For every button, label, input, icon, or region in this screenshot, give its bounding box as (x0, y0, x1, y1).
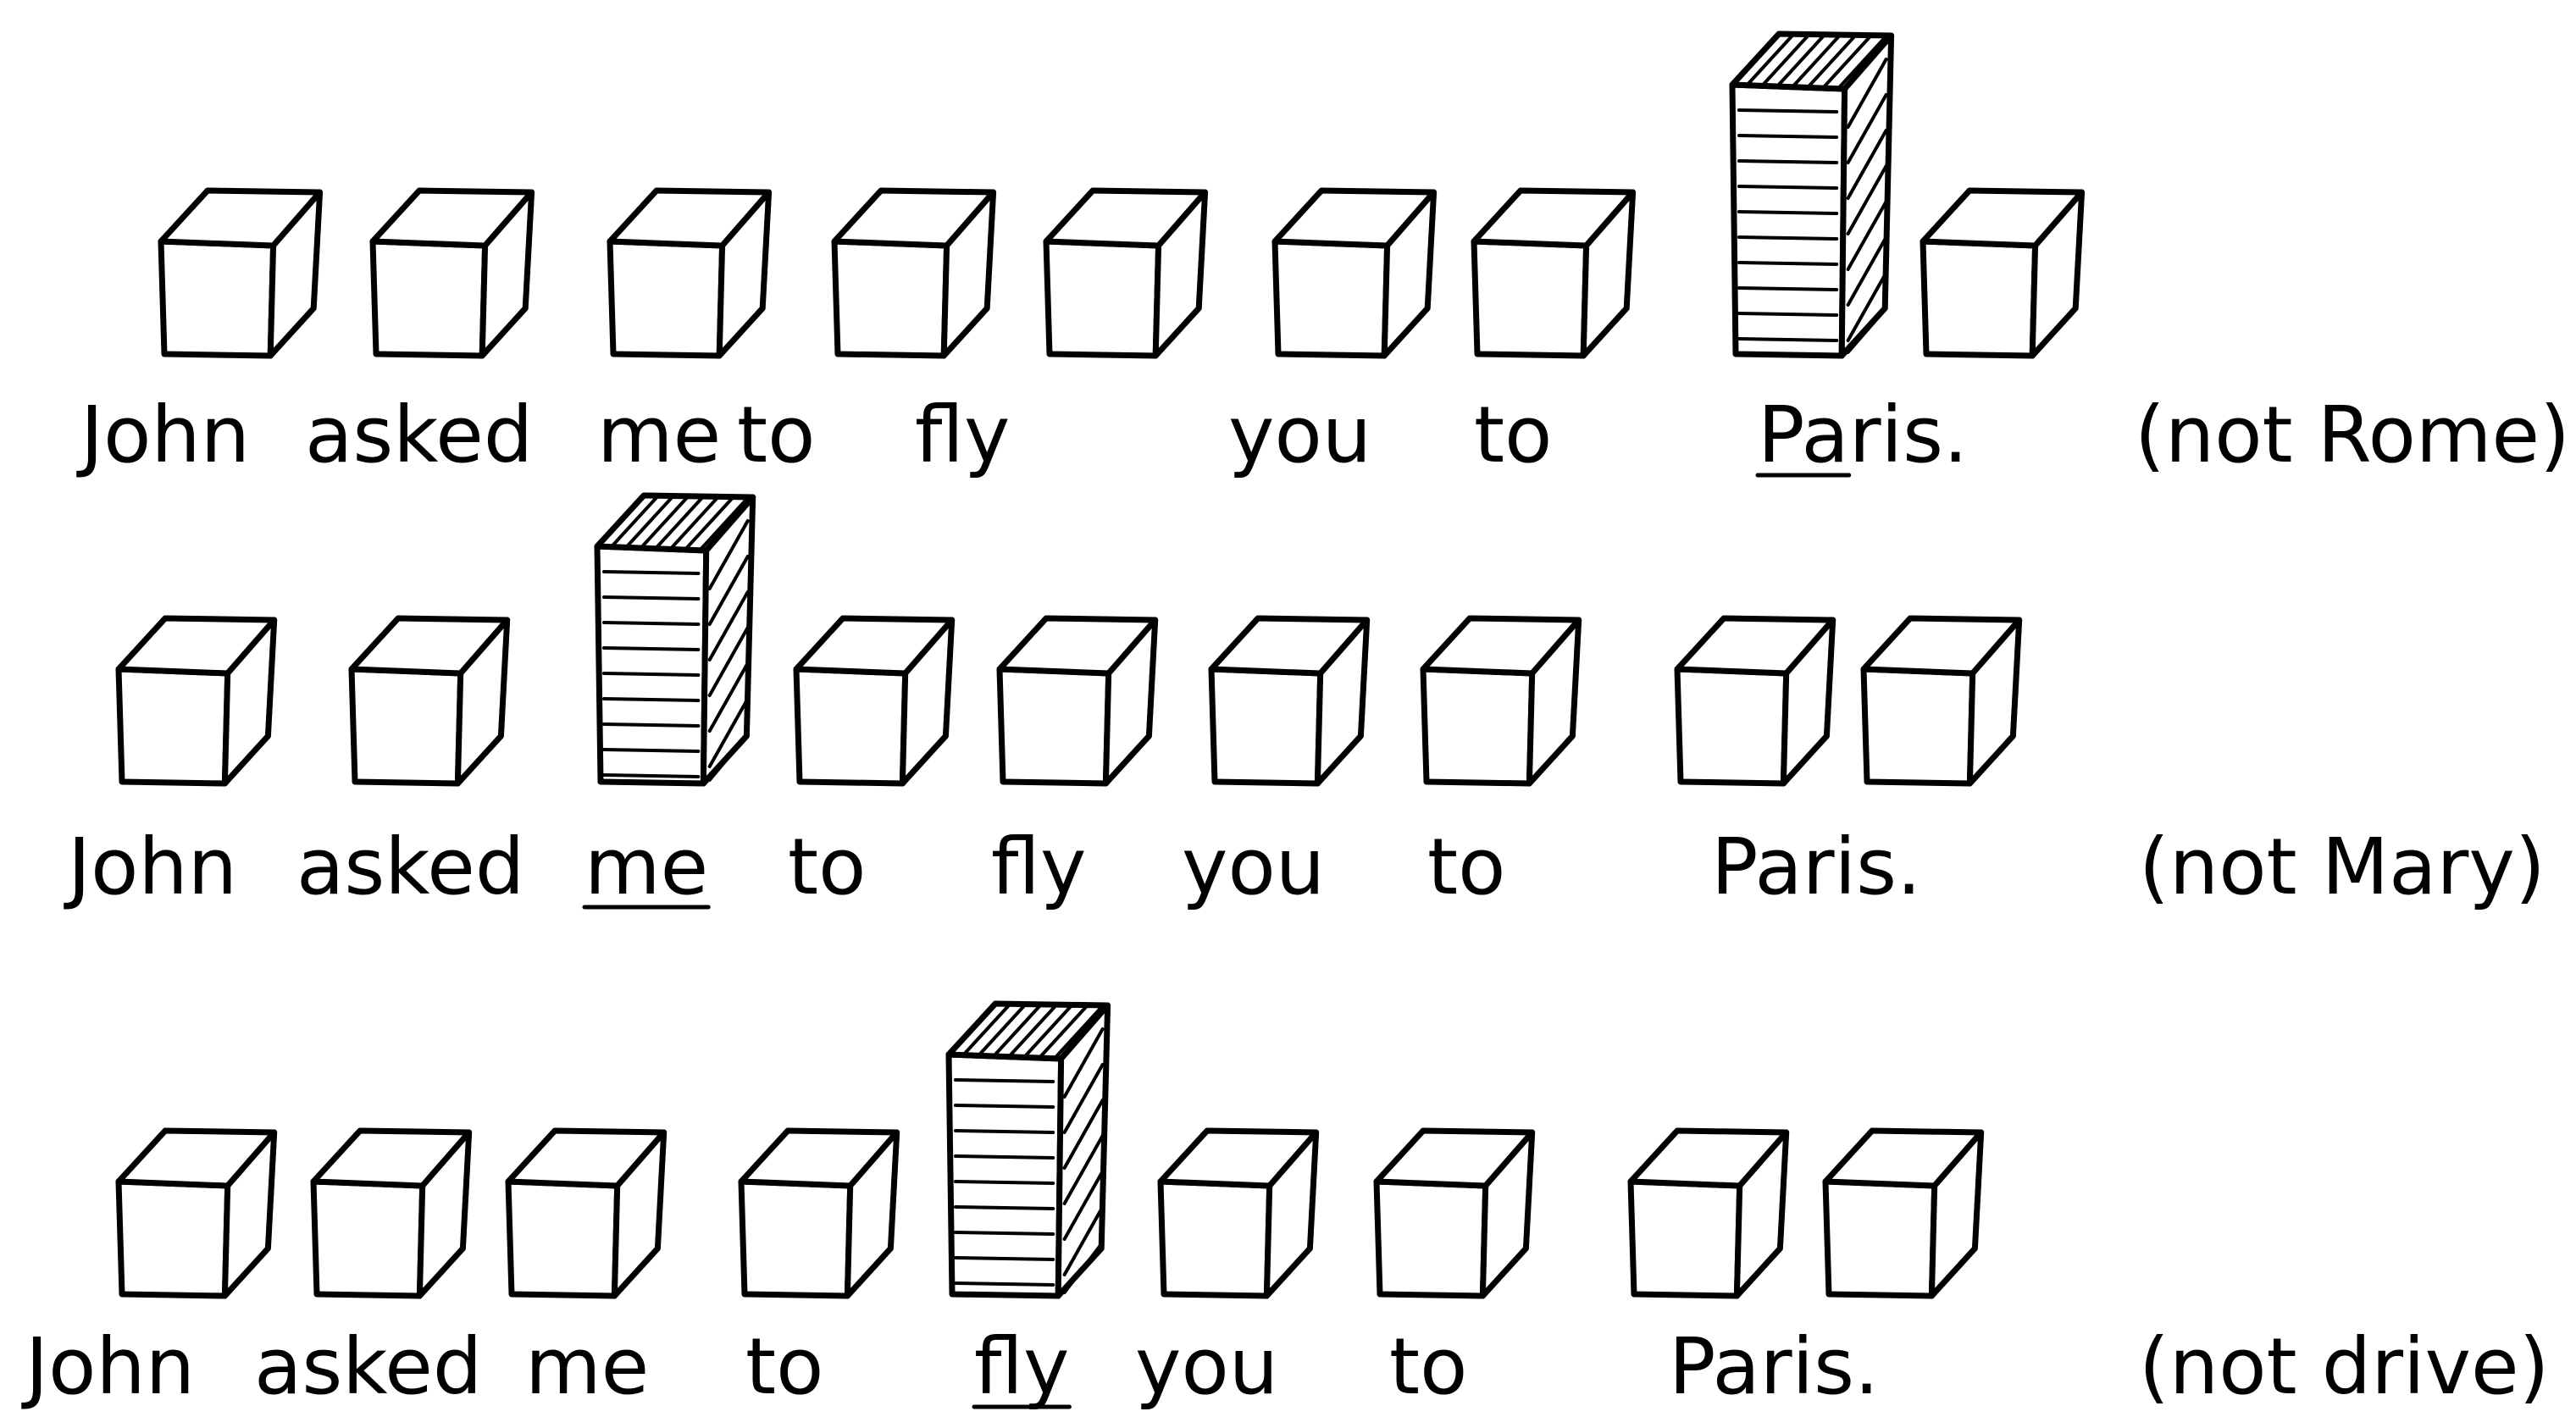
syllable-block (352, 618, 507, 783)
word: you (1182, 822, 1325, 912)
stressed-block (949, 1004, 1108, 1296)
word: you (1228, 390, 1371, 480)
syllable-block (1864, 618, 2019, 783)
syllable-block (508, 1131, 664, 1296)
syllable-block (1161, 1131, 1316, 1296)
stressed-block (597, 495, 753, 783)
syllable-block (1000, 618, 1155, 783)
word: to (788, 822, 866, 912)
word: to (1427, 822, 1505, 912)
syllable-block (1474, 191, 1633, 356)
word: to (1474, 390, 1552, 480)
syllable-block (610, 191, 769, 356)
word: fly (915, 390, 1010, 480)
syllable-block (834, 191, 994, 356)
stressed-word: Paris. (1758, 390, 1968, 480)
syllable-block (119, 618, 274, 783)
word: to (737, 390, 815, 480)
syllable-block (1825, 1131, 1981, 1296)
syllable-block (796, 618, 952, 783)
word: asked (305, 390, 533, 480)
syllable-block (1377, 1131, 1532, 1296)
word: asked (296, 822, 524, 912)
word: John (64, 822, 237, 912)
syllable-block (1923, 191, 2082, 356)
syllable-block (1631, 1131, 1787, 1296)
syllable-block (1423, 618, 1579, 783)
contrast-note: (not Mary) (2139, 822, 2546, 912)
word: to (1389, 1321, 1467, 1412)
syllable-block (373, 191, 532, 356)
syllable-block (1275, 191, 1434, 356)
contrast-note: (not Rome) (2135, 390, 2570, 480)
syllable-block (1211, 618, 1367, 783)
syllable-block (1677, 618, 1833, 783)
syllable-block (119, 1131, 274, 1296)
syllable-block (161, 191, 320, 356)
block-group (119, 495, 2019, 783)
block-group (161, 34, 2082, 356)
word: John (21, 1321, 195, 1412)
word: Paris. (1711, 822, 1921, 912)
word: Paris. (1669, 1321, 1879, 1412)
contrast-note: (not drive) (2139, 1321, 2550, 1412)
word: John (76, 390, 250, 480)
stressed-block (1732, 34, 1892, 356)
word: you (1135, 1321, 1278, 1412)
stressed-word: fly (974, 1321, 1069, 1412)
word: me (597, 390, 721, 480)
word: me (525, 1321, 649, 1412)
syllable-block (313, 1131, 469, 1296)
syllable-block (1046, 191, 1205, 356)
stressed-word: me (584, 822, 708, 912)
syllable-block (741, 1131, 897, 1296)
block-group (119, 1004, 1981, 1296)
word: to (745, 1321, 823, 1412)
word: fly (991, 822, 1086, 912)
word: asked (254, 1321, 482, 1412)
